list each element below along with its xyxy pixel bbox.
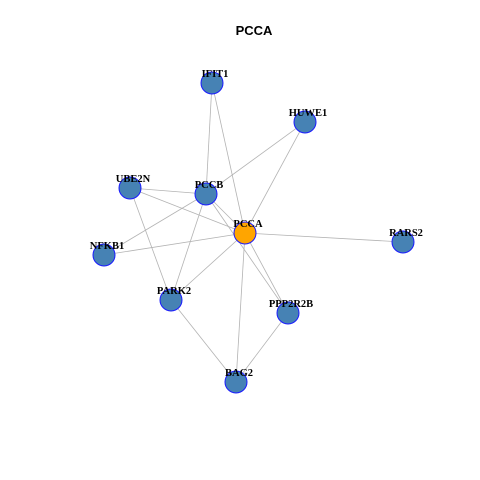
node-label-park2: PARK2 <box>157 286 191 297</box>
node-ube2n <box>118 176 142 200</box>
edge-ube2n-pccb <box>129 187 207 195</box>
node-bag2 <box>224 370 248 394</box>
node-park2 <box>159 288 183 312</box>
edge-huwe1-pcca <box>244 121 306 234</box>
node-label-ube2n: UBE2N <box>116 174 151 185</box>
node-rars2 <box>391 230 415 254</box>
node-huwe1 <box>293 110 317 134</box>
edge-layer <box>103 82 404 383</box>
edge-ppp2r2b-bag2 <box>235 312 289 383</box>
node-label-ifit1: IFIT1 <box>202 69 229 80</box>
node-label-nfkb1: NFKB1 <box>90 241 124 252</box>
node-pccb <box>194 182 218 206</box>
node-label-rars2: RARS2 <box>389 228 423 239</box>
node-label-ppp2r2b: PPP2R2B <box>269 299 313 310</box>
edge-ifit1-pcca <box>211 82 246 234</box>
edge-pcca-park2 <box>170 232 246 301</box>
node-label-huwe1: HUWE1 <box>289 108 328 119</box>
edge-pcca-bag2 <box>235 232 246 383</box>
node-label-pccb: PCCB <box>195 180 224 191</box>
edge-nfkb1-pcca <box>103 232 246 256</box>
node-pcca <box>233 221 257 245</box>
edge-huwe1-pccb <box>205 121 306 195</box>
node-ifit1 <box>200 71 224 95</box>
edge-ube2n-pcca <box>129 187 246 234</box>
node-nfkb1 <box>92 243 116 267</box>
edge-pccb-nfkb1 <box>103 193 207 256</box>
edge-ube2n-park2 <box>129 187 172 301</box>
edge-pcca-ppp2r2b <box>244 232 289 314</box>
edge-pccb-ppp2r2b <box>205 193 289 314</box>
node-layer <box>92 71 415 394</box>
edge-ifit1-pccb <box>205 82 213 195</box>
node-label-bag2: BAG2 <box>225 368 253 379</box>
node-ppp2r2b <box>276 301 300 325</box>
edge-pcca-rars2 <box>244 232 404 243</box>
edge-pccb-park2 <box>170 193 207 301</box>
diagram-title: PCCA <box>236 23 273 38</box>
edge-park2-bag2 <box>170 299 237 383</box>
node-label-pcca: PCCA <box>233 219 263 230</box>
